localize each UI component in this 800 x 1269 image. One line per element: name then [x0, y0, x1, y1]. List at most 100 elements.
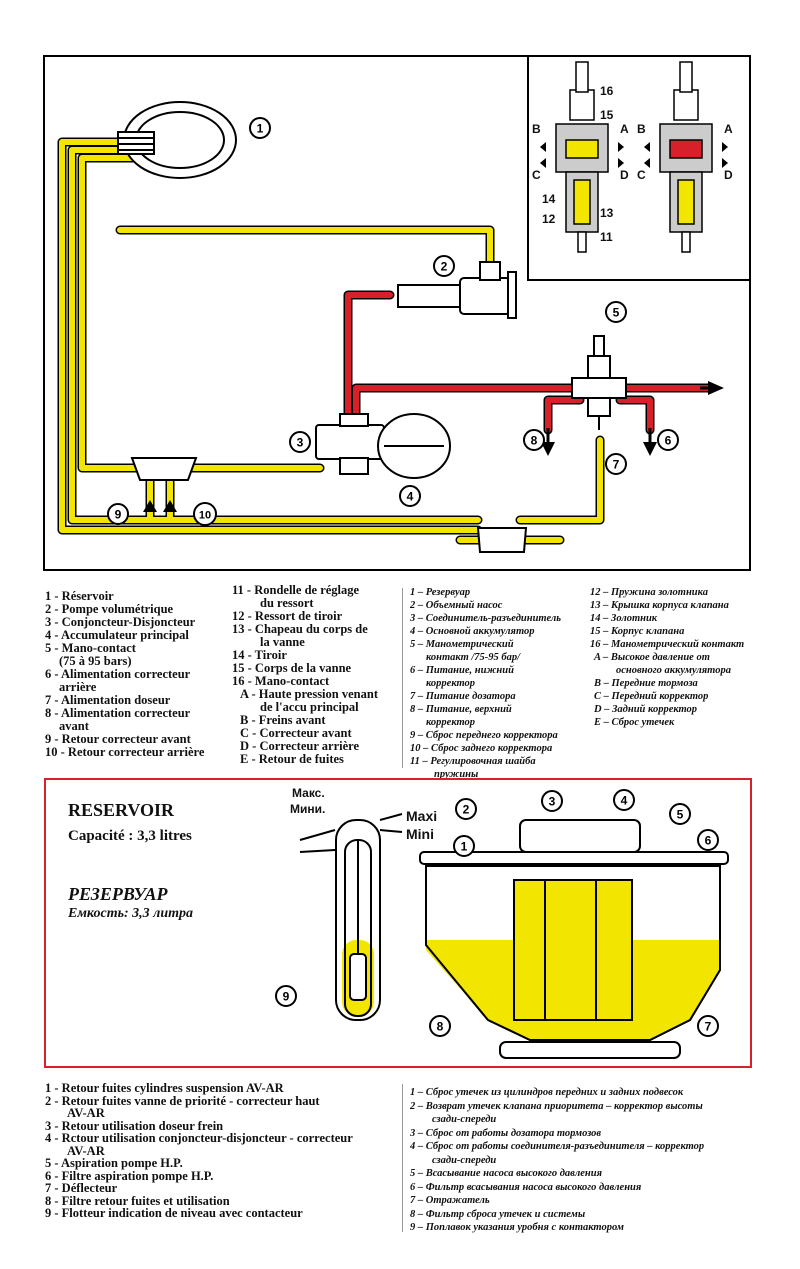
legend-item: 7 - Déflecteur	[45, 1181, 118, 1195]
reservoir-title-fr: RESERVOIR	[68, 800, 175, 820]
port-label-d: D	[724, 168, 733, 182]
legend-divider	[402, 588, 403, 768]
legend-item: 4 - Accumulateur principal	[45, 628, 189, 642]
port-label-c: C	[637, 168, 646, 182]
legend-item-cont: avant	[59, 719, 89, 733]
pump	[397, 261, 517, 319]
legend-item-cont: контакт /75-95 бар/	[426, 652, 521, 663]
legend-item: 10 - Retour correcteur arrière	[45, 745, 205, 759]
legend-item: 11 – Регулировочная шайба	[410, 756, 536, 767]
legend-item: 3 - Retour utilisation doseur frein	[45, 1118, 224, 1133]
callout-label: 7	[613, 458, 620, 472]
port-label-b: B	[637, 122, 646, 136]
legend-item-cont: корректор	[426, 678, 476, 689]
valve-label: 15	[600, 108, 614, 122]
float-gauge	[299, 813, 403, 1021]
valve-label: 13	[600, 206, 614, 220]
gauge-min-ru: Мини.	[290, 802, 326, 816]
legend-item: 5 - Aspiration pompe H.P.	[45, 1156, 183, 1170]
port-label-d: D	[620, 168, 629, 182]
legend-item: 6 - Alimentation correcteur	[45, 667, 191, 681]
legend-item-cont: пружины	[434, 769, 479, 780]
legend-item: 8 – Питание, верхний	[410, 704, 512, 715]
legend-item: 7 - Alimentation doseur	[45, 693, 171, 707]
callout-circle: 7	[696, 1014, 720, 1043]
priority-valve-right	[659, 61, 713, 253]
gauge-max: Maxi	[406, 808, 438, 824]
legend-item-cont: сзади-спереди	[432, 1114, 497, 1125]
legend-item-cont: la vanne	[260, 635, 305, 649]
valve-label: 12	[542, 212, 556, 226]
callout-label: 9	[115, 508, 122, 522]
callout-circle: 8	[428, 1014, 452, 1043]
legend-item: 5 – Всасывание насоса высокого давления	[410, 1168, 602, 1179]
yellow-pipes	[57, 137, 605, 545]
legend-item: 12 - Ressort de tiroir	[232, 609, 343, 623]
conjoncteur-disjoncteur	[315, 413, 385, 475]
bottom-collector	[476, 527, 528, 553]
legend-ru-col1: 1 – Резервуар 2 – Объемный насос 3 – Сое…	[410, 586, 588, 781]
callout-circle: 4	[398, 484, 422, 513]
legend-item: 9 - Flotteur indication de niveau avec c…	[45, 1206, 303, 1220]
legend-item: D – Задний корректор	[594, 704, 698, 715]
valve-port-arrows	[540, 142, 728, 168]
main-accumulator	[377, 413, 451, 479]
legend-item: 2 - Pompe volumétrique	[45, 602, 174, 616]
gauge-max-ru: Макс.	[292, 786, 325, 800]
legend-item: 4 – Основной аккумулятор	[410, 626, 535, 637]
legend-item: C – Передний корректор	[594, 691, 709, 702]
legend-item: 2 - Retour fuites vanne de priorité - co…	[45, 1093, 320, 1108]
callout-circle: 2	[432, 254, 456, 283]
bottom-legend-fr: 1 - Retour fuites cylindres suspension A…	[45, 1082, 400, 1220]
callout-label: 1	[461, 840, 468, 854]
legend-item-cont: (75 à 95 bars)	[59, 654, 132, 668]
callout-circle: 5	[604, 300, 628, 329]
legend-item: 6 – Питание, нижний	[410, 665, 514, 676]
legend-item: 11 - Rondelle de réglage	[232, 583, 360, 597]
reservoir-diagram	[299, 813, 729, 1059]
arrow-down-icon	[643, 442, 657, 456]
arrow-down-icon	[541, 442, 555, 456]
port-label-a: A	[620, 122, 629, 136]
legend-item: 3 - Conjoncteur-Disjoncteur	[45, 615, 196, 629]
callout-label: 6	[665, 434, 672, 448]
callout-circle: 3	[288, 430, 312, 459]
legend-item: E – Сброс утечек	[594, 717, 675, 728]
callout-label: 5	[613, 306, 620, 320]
callout-label: 6	[705, 834, 712, 848]
port-label-a: A	[724, 122, 733, 136]
callout-label: 4	[407, 490, 414, 504]
port-label-c: C	[532, 168, 541, 182]
gauge-min: Mini	[406, 826, 434, 842]
callout-circle: 6	[656, 428, 680, 457]
callout-circle: 5	[668, 802, 692, 831]
legend-item: 8 - Filtre retour fuites et utilisation	[45, 1193, 230, 1208]
valve-label: 16	[600, 84, 614, 98]
legend-item: 14 – Золотник	[590, 613, 658, 624]
callout-label: 8	[437, 1020, 444, 1034]
legend-item: 9 - Retour correcteur avant	[45, 732, 191, 746]
port-label-b: B	[532, 122, 541, 136]
priority-valve-left	[555, 61, 609, 253]
valve-label: 11	[600, 230, 613, 244]
legend-item: B – Передние тормоза	[594, 678, 698, 689]
bottom-divider	[402, 1084, 403, 1232]
callout-circle: 4	[612, 788, 636, 817]
arrow-up-icon	[163, 500, 177, 512]
callout-label: 3	[549, 795, 556, 809]
legend-item: C - Correcteur avant	[240, 726, 352, 740]
callout-label: 1	[257, 122, 264, 136]
legend-item: 3 – Сброс от работы дозатора тормозов	[410, 1127, 602, 1139]
callout-circle: 1	[452, 834, 476, 863]
callout-label: 3	[297, 436, 304, 450]
reservoir-panel	[44, 778, 752, 1068]
arrow-right-icon	[708, 381, 724, 395]
legend-item: 9 – Сброс переднего корректора	[410, 730, 558, 741]
arrow-up-icon	[143, 500, 157, 512]
return-collector	[130, 457, 198, 481]
valve-inset-frame	[527, 55, 751, 281]
legend-item: 3 – Соединитель-разъединитель	[410, 613, 562, 624]
bottom-legend-ru: 1 – Сброс утечек из цилиндров передних и…	[410, 1086, 795, 1235]
legend-item-cont: корректор	[426, 717, 476, 728]
reservoir-tank	[419, 819, 729, 1059]
